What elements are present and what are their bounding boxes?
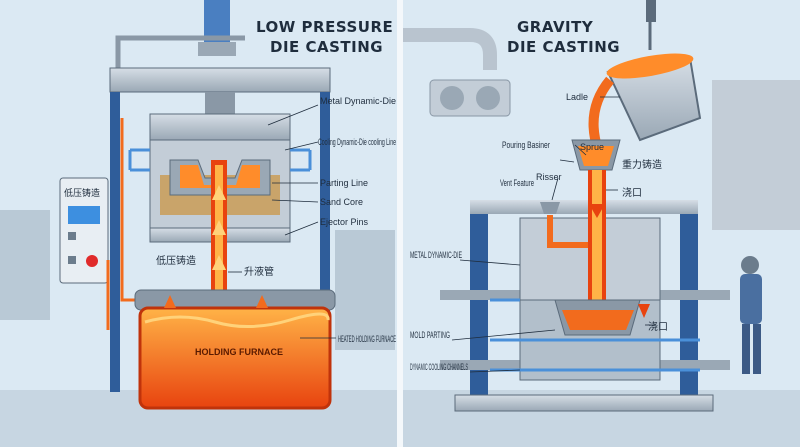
top-pipe [204, 0, 230, 48]
flow-arrow [212, 255, 226, 270]
gravity-panel: GRAVITY DIE CASTING Ladle Sprue Pouring … [403, 0, 800, 412]
gate-arrow [638, 304, 650, 318]
right-title-line1: GRAVITY [517, 18, 594, 36]
label-riser-tube-cn: 升液管 [244, 265, 274, 278]
top-beam [470, 200, 698, 214]
flow-arrow [212, 185, 226, 200]
heating-line [120, 118, 140, 302]
base [454, 394, 714, 412]
worker-body [740, 274, 762, 324]
upper-pipe [115, 35, 245, 70]
label-ladle: Ladle [566, 92, 588, 102]
control-button [68, 256, 76, 264]
flow-arrow-down [589, 204, 605, 218]
frame-left-post [110, 92, 120, 392]
cooling-lines [130, 148, 310, 172]
frame-right-post [320, 92, 330, 392]
worker-figure [740, 256, 762, 374]
riser-runner [547, 215, 588, 248]
basin-metal [578, 146, 614, 166]
ladle-molten [606, 53, 694, 79]
pressure-arrow [256, 295, 268, 308]
label-riser: Risser [536, 172, 562, 182]
melt-surface [144, 312, 330, 329]
casting-metal [562, 310, 634, 330]
worker-leg [753, 324, 761, 374]
flow-arrow [212, 220, 226, 235]
label-sprue: Sprue [580, 142, 604, 152]
label-low-pressure-cn: 低压铸造 [156, 254, 196, 267]
sprue-metal [592, 170, 602, 320]
label-gate-cn-upper: 浇口 [622, 186, 642, 199]
ceiling-duct [403, 28, 497, 70]
leader [451, 329, 556, 341]
label-sand-core: Sand Core [320, 197, 363, 207]
pipe-flange [198, 42, 236, 56]
leader [284, 221, 319, 236]
leader [267, 104, 319, 126]
cooling-channels [490, 298, 700, 372]
panel-divider [397, 0, 403, 447]
label-pouring-basin: Pouring Basiner [502, 140, 550, 150]
control-button [68, 232, 76, 240]
label-vent-feature: Vent Feature [500, 178, 534, 188]
label-gravity-cn: 重力铸造 [622, 158, 662, 171]
leader [574, 144, 587, 156]
low-pressure-panel: 低压铸造 HOLDING FURNACE [0, 0, 396, 410]
ladle [606, 22, 702, 142]
crane-hook [646, 0, 656, 22]
ram [205, 92, 235, 114]
casting-metal [180, 165, 260, 188]
furnace-inner-label: HOLDING FURNACE [195, 347, 283, 357]
upper-platen [149, 113, 291, 141]
leader [271, 199, 319, 203]
label-gate-cn-lower: 浇口 [648, 320, 668, 333]
control-screen [68, 206, 100, 224]
control-panel-label: 低压铸造 [64, 187, 100, 198]
leader [469, 369, 521, 373]
leader [551, 177, 559, 201]
holding-furnace [138, 306, 332, 410]
label-parting-line: Parting Line [320, 178, 368, 188]
pressure-arrow [164, 295, 176, 308]
label-ejector-pins: Ejector Pins [320, 217, 369, 227]
cooling-loop [128, 150, 312, 170]
riser-metal [215, 165, 223, 315]
bg-machine [712, 80, 800, 230]
left-title-line2: DIE CASTING [270, 38, 383, 56]
vent-feature [540, 202, 560, 214]
stop-button [86, 255, 98, 267]
fan-icon [476, 86, 500, 110]
worker-head [741, 256, 759, 274]
label-dynamic-cooling: DYNAMIC COOLING CHANNELS [410, 362, 468, 372]
label-metal-dynamic-die: Metal Dynamic-Die [320, 96, 396, 106]
worker-leg [742, 324, 750, 374]
label-metal-dynamic-die-text: Metal Dynamic-Die [320, 96, 396, 106]
right-title-line2: DIE CASTING [507, 38, 620, 56]
left-title-line1: LOW PRESSURE [256, 18, 393, 36]
leader [459, 259, 521, 266]
leader [559, 159, 575, 163]
label-metal-dynamic-die: METAL DYNAMIC-DIE [410, 250, 462, 260]
leader [284, 141, 319, 151]
fan-icon [440, 86, 464, 110]
label-cooling: Cooling Dynamic-Die cooling Line [318, 137, 396, 147]
bg-machine-left [0, 210, 50, 320]
label-heated-furnace: HEATED HOLDING FURNACE [338, 334, 396, 344]
label-mold-parting: MOLD PARTING [410, 330, 450, 340]
top-beam [109, 67, 331, 93]
bg-machine-right [335, 230, 395, 350]
